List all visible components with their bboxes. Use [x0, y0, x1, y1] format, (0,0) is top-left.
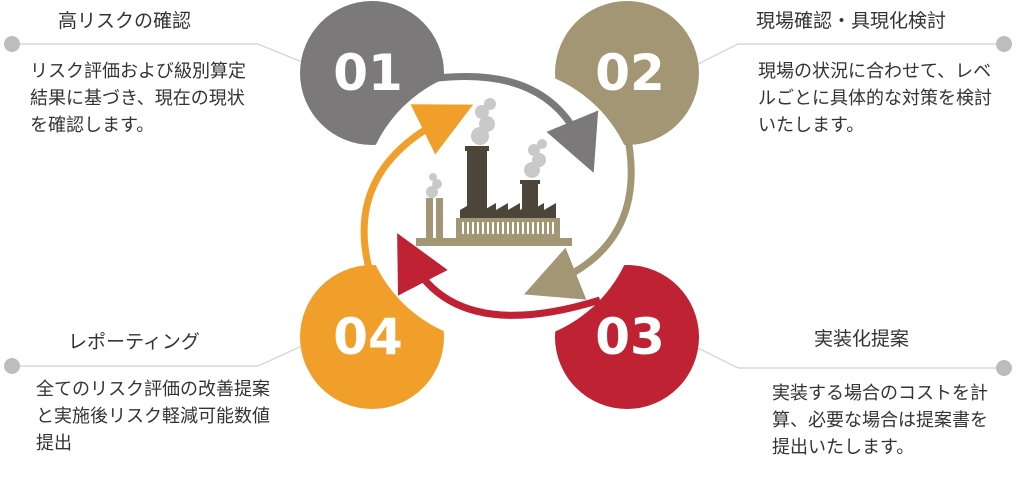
step-number-04: 04	[333, 308, 403, 366]
step-number-03: 03	[595, 308, 665, 366]
arrow-03-to-04	[397, 233, 602, 319]
step-03-title: 実装化提案	[814, 328, 910, 350]
connector-dot-04	[4, 358, 20, 374]
connector-dot-01	[4, 36, 20, 52]
factory-icon	[416, 98, 572, 246]
step-number-01: 01	[333, 44, 403, 102]
cycle-arrows	[360, 73, 635, 319]
connector-line-03-diag	[693, 345, 739, 369]
connector-line-04-diag	[257, 345, 303, 367]
connector-dot-03	[996, 360, 1012, 376]
connector-lines	[12, 43, 1004, 369]
step-04-description: 全てのリスク評価の改善提案と実施後リスク軽減可能数値提出	[36, 379, 270, 454]
step-04-title: レポーティング	[68, 331, 200, 353]
step-01-title: 高リスクの確認	[58, 10, 192, 32]
connector-line-01-diag	[257, 43, 303, 63]
step-02-title: 現場確認・具現化検討	[756, 10, 947, 32]
step-02-description: 現場の状況に合わせて、レベルごとに具体的な対策を検討いたします。	[758, 61, 992, 136]
arrow-04-to-01	[360, 104, 474, 298]
arrow-02-to-03	[524, 108, 635, 300]
arrow-01-to-02	[406, 73, 599, 173]
connector-line-02-diag	[693, 43, 739, 67]
step-03-description: 実装する場合のコストを計算、必要な場合は提案書を提出いたします。	[772, 383, 988, 458]
step-01-description: リスク評価および級別算定結果に基づき、現在の現状を確認します。	[30, 61, 246, 136]
step-number-02: 02	[595, 44, 665, 102]
connector-dot-02	[996, 36, 1012, 52]
